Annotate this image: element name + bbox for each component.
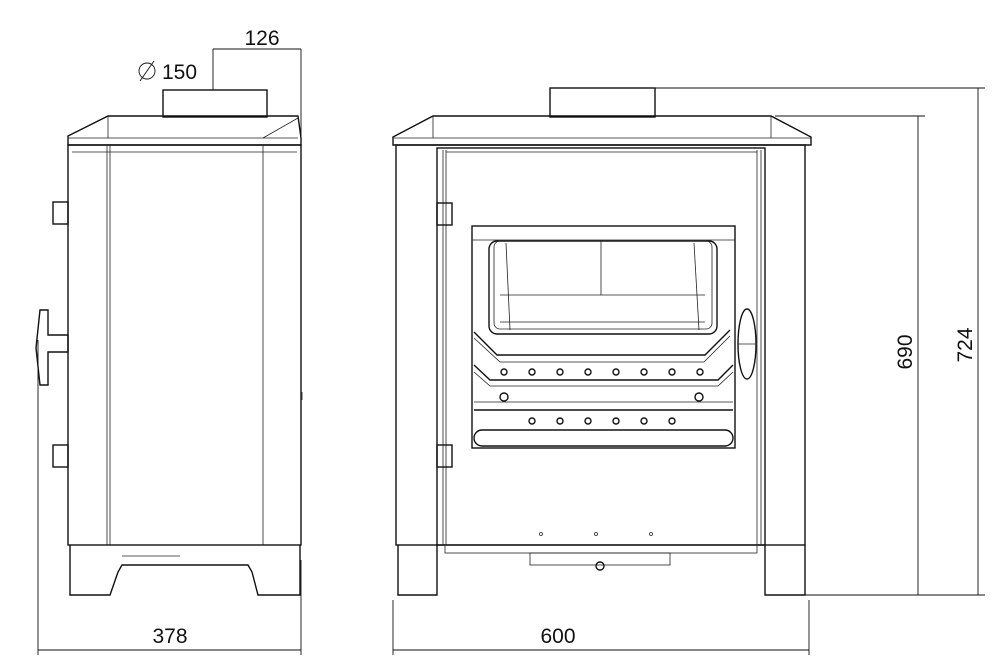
front-top-plate (392, 115, 812, 146)
bottom-bar (473, 429, 734, 447)
screw-right (694, 392, 704, 402)
dim-flue-diameter: 150 (162, 61, 197, 84)
dim-body-height: 690 (894, 334, 917, 369)
air-control (529, 552, 671, 566)
side-hinge-top (52, 201, 69, 225)
air-holes-upper (500, 368, 704, 376)
front-hinge-top (436, 202, 453, 226)
front-view (392, 87, 812, 596)
screw-left (499, 392, 509, 402)
ashpan-frame (444, 544, 758, 554)
door-inner-panel (471, 225, 736, 449)
front-hinge-bottom (436, 444, 453, 468)
side-top-plate (67, 115, 302, 146)
side-hinge-bottom (52, 444, 69, 468)
dim-flue-offset: 126 (244, 27, 279, 50)
side-door-handle (35, 309, 69, 386)
front-dimensions: 600 690 724 (392, 87, 985, 655)
front-body (395, 144, 806, 546)
door-rib-1 (473, 329, 731, 356)
side-dimensions: 126 150 378 (37, 27, 302, 655)
dim-width: 600 (540, 625, 575, 648)
front-leg-left (397, 545, 438, 596)
dim-total-height: 724 (954, 327, 977, 362)
side-view (35, 89, 303, 596)
diameter-icon (138, 60, 156, 82)
side-base (69, 545, 301, 596)
front-leg-right (764, 545, 806, 596)
side-body (67, 144, 302, 546)
dim-depth: 378 (152, 625, 187, 648)
door (436, 147, 766, 546)
side-flue-collar (162, 89, 268, 118)
front-flue-collar (549, 87, 656, 118)
air-holes-lower (528, 417, 676, 425)
glass-window (488, 240, 718, 335)
